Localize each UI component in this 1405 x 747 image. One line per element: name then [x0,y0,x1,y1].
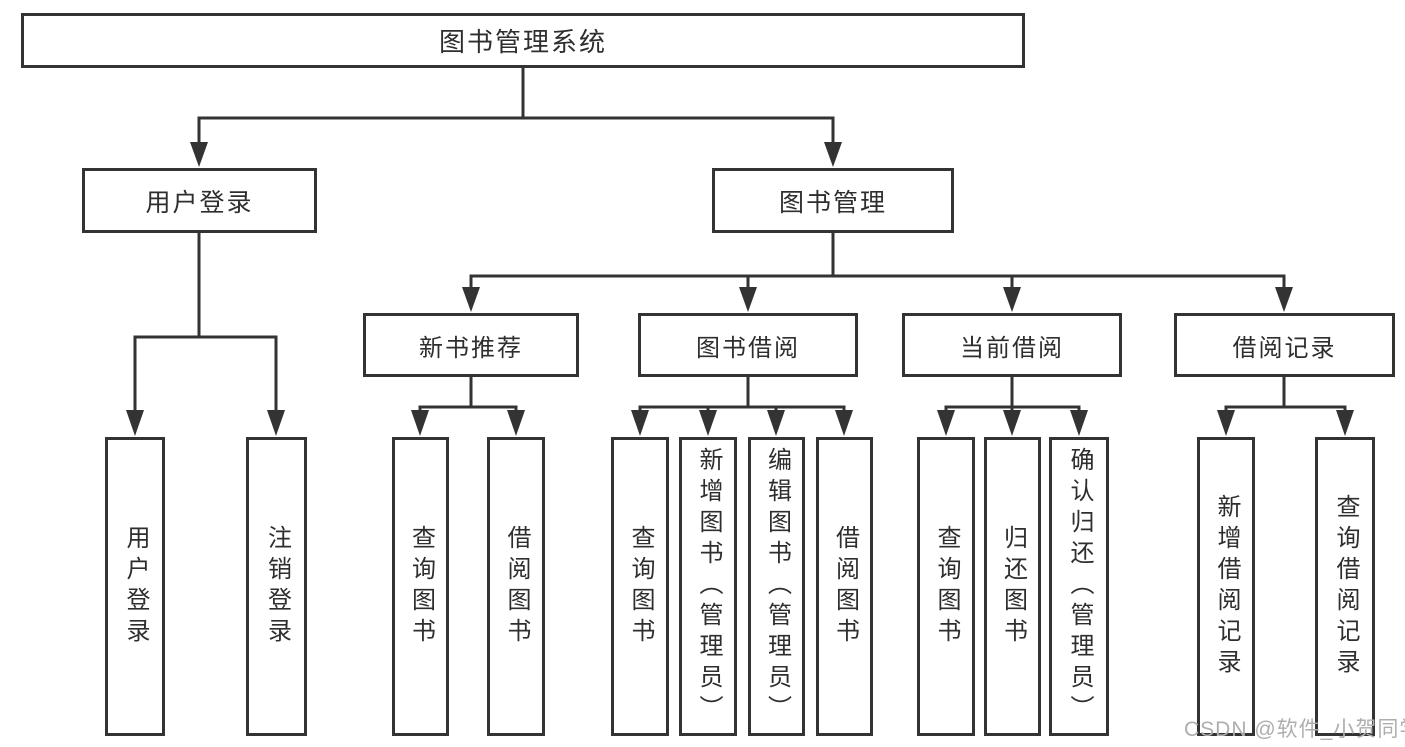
node-new-book-recommend-label: 新书推荐 [419,334,523,362]
node-borrow-records: 借阅记录 [1174,313,1395,377]
node-leaf-query-books-borrowing: 查询图书 [611,437,669,736]
node-leaf-logout-label: 注销登录 [263,524,291,649]
node-user-login: 用户登录 [82,168,317,233]
node-leaf-borrow-books-label: 借阅图书 [831,524,859,649]
node-leaf-confirm-return-admin-label: 确认归还（管理员） [1066,447,1093,726]
node-new-book-recommend: 新书推荐 [363,313,579,377]
node-leaf-confirm-return-admin: 确认归还（管理员） [1049,437,1109,736]
node-book-management: 图书管理 [712,168,954,233]
node-leaf-query-books-current: 查询图书 [917,437,975,736]
node-leaf-query-books-current-label: 查询图书 [933,524,960,649]
node-leaf-return-books: 归还图书 [984,437,1041,736]
node-leaf-query-books-recommend-label: 查询图书 [407,524,435,649]
node-leaf-edit-books-admin-label: 编辑图书（管理员） [763,447,791,726]
node-leaf-user-login-label: 用户登录 [122,524,149,649]
node-leaf-edit-books-admin: 编辑图书（管理员） [748,437,805,736]
node-leaf-add-books-admin-label: 新增图书（管理员） [695,447,722,726]
node-library-system-label: 图书管理系统 [438,27,607,57]
node-library-system: 图书管理系统 [21,13,1025,68]
node-leaf-borrow-books-recommend: 借阅图书 [487,437,545,736]
node-leaf-query-books-recommend: 查询图书 [392,437,449,736]
node-leaf-user-login: 用户登录 [105,437,165,736]
node-current-borrowing-label: 当前借阅 [960,334,1064,362]
node-leaf-logout: 注销登录 [246,437,307,736]
node-book-borrowing-label: 图书借阅 [696,334,800,362]
node-book-borrowing: 图书借阅 [638,313,858,377]
node-leaf-query-borrow-record-label: 查询借阅记录 [1332,493,1359,680]
node-leaf-return-books-label: 归还图书 [999,524,1027,649]
node-leaf-add-borrow-record: 新增借阅记录 [1197,437,1255,736]
node-leaf-query-borrow-record: 查询借阅记录 [1315,437,1375,736]
node-user-login-label: 用户登录 [145,188,254,217]
csdn-watermark: CSDN @软件_小贺同学 [1184,718,1405,741]
node-leaf-borrow-books: 借阅图书 [816,437,873,736]
node-leaf-query-books-borrowing-label: 查询图书 [627,524,654,649]
node-borrow-records-label: 借阅记录 [1232,334,1337,362]
node-leaf-borrow-books-recommend-label: 借阅图书 [503,524,530,649]
node-current-borrowing: 当前借阅 [902,313,1122,377]
node-leaf-add-books-admin: 新增图书（管理员） [679,437,737,736]
node-book-management-label: 图书管理 [778,188,887,217]
node-leaf-add-borrow-record-label: 新增借阅记录 [1213,493,1240,680]
